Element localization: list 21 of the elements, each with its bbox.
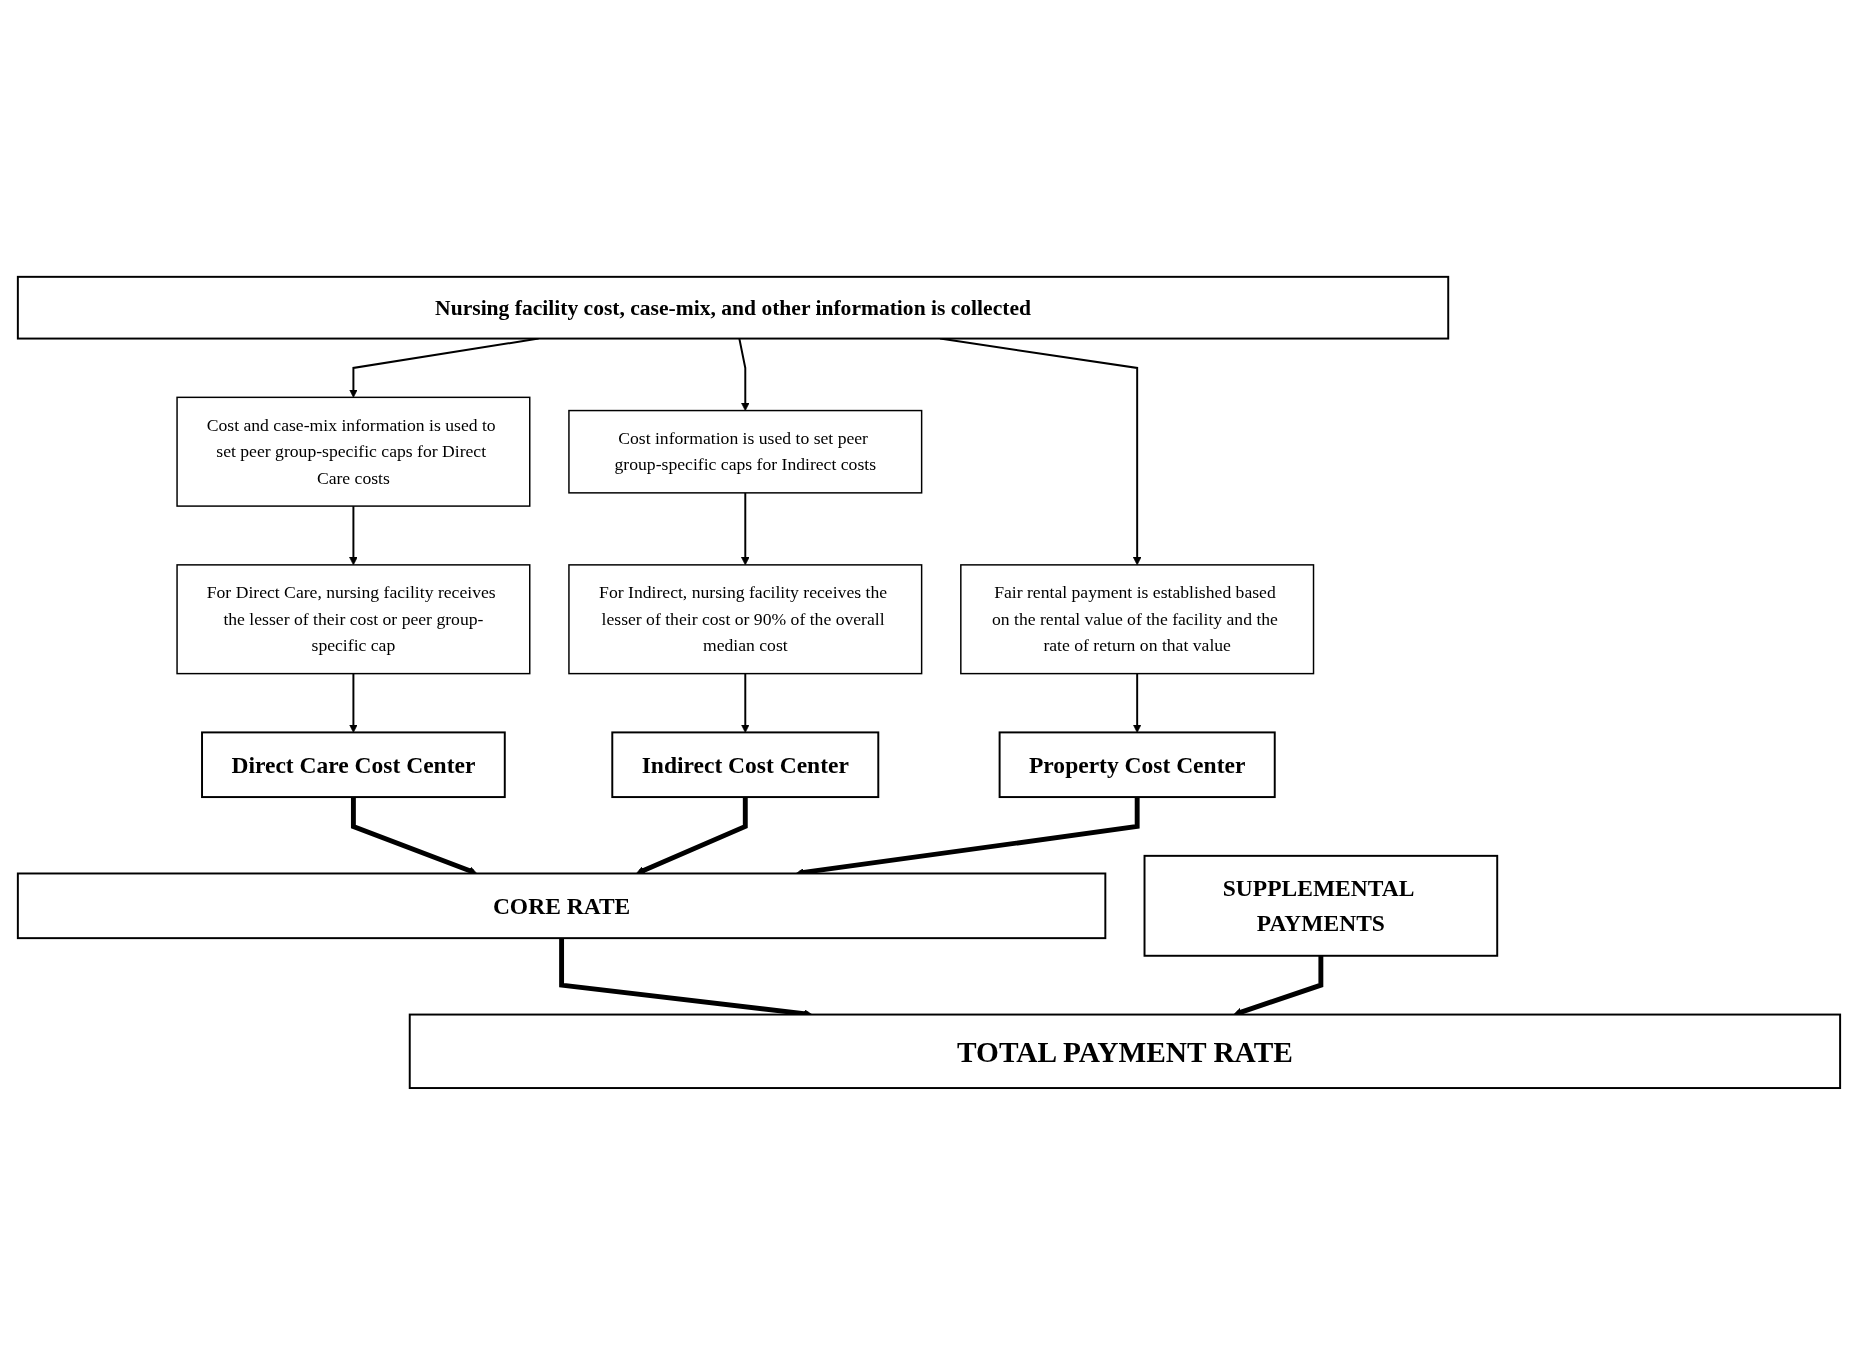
node-box: For Indirect, nursing facility receives the lesser of their cost or 90% of the overall median cost [568, 563, 923, 674]
arrow [349, 672, 358, 733]
node-box: Cost information is used to set peer group-specific caps for Indirect costs [568, 409, 923, 494]
arrow [1132, 672, 1142, 733]
node-box: Indirect Cost Center [611, 731, 880, 798]
node-box: SUPPLEMENTAL PAYMENTS [1143, 854, 1499, 957]
node-box: TOTAL PAYMENT RATE [408, 1013, 1842, 1089]
node-box: Fair rental payment is established based on the rental value of the facility and the rate of return on that value [960, 563, 1315, 674]
node-box: Nursing facility cost, case-mix, and other information is collected [16, 275, 1450, 340]
arrow [738, 337, 750, 411]
arrow [741, 491, 750, 565]
arrow [636, 796, 748, 874]
node-box: Property Cost Center [998, 731, 1276, 798]
node-box: Cost and case-mix information is used to set peer group-specific caps for Direct Care costs [176, 396, 531, 507]
arrow [349, 504, 358, 565]
node-box: For Direct Care, nursing facility receives the lesser of their cost or peer group-specific cap [176, 563, 531, 674]
arrow [741, 672, 750, 733]
node-box: CORE RATE [16, 872, 1107, 939]
node-box: Direct Care Cost Center [201, 731, 506, 798]
arrow [1233, 955, 1324, 1016]
arrow [350, 796, 478, 875]
